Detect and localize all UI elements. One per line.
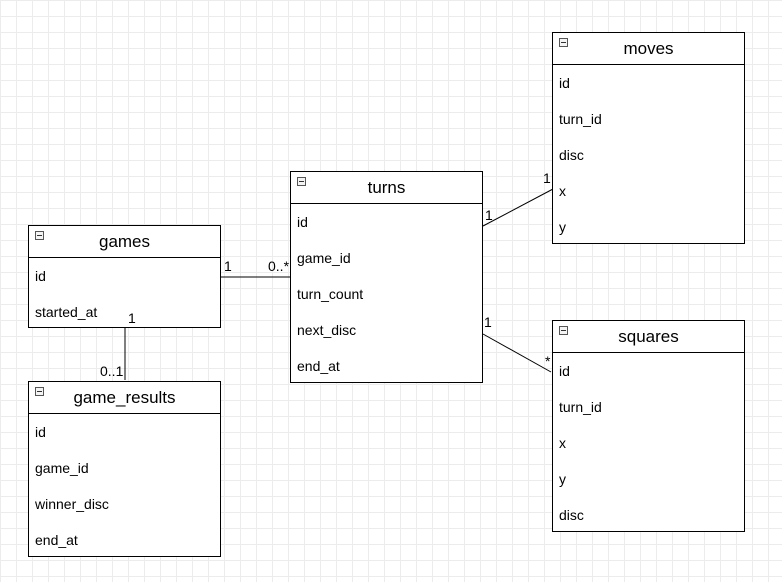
- collapse-icon[interactable]: [559, 326, 568, 335]
- collapse-icon[interactable]: [35, 231, 44, 240]
- multiplicity-games-results-target: 0..1: [100, 363, 124, 379]
- entity-header: games: [29, 226, 220, 258]
- field-id: id: [559, 75, 570, 91]
- entity-games[interactable]: games id started_at: [28, 225, 221, 328]
- multiplicity-turns-squares-source: 1: [484, 314, 492, 330]
- multiplicity-turns-squares-target: *: [545, 353, 551, 369]
- field-id: id: [297, 214, 308, 230]
- entity-title: moves: [623, 38, 674, 58]
- field-y: y: [559, 219, 566, 235]
- entity-header: squares: [553, 321, 744, 353]
- entity-turns[interactable]: turns id game_id turn_count next_disc en…: [290, 171, 483, 383]
- field-list: id turn_id x y disc: [553, 353, 744, 533]
- field-list: id turn_id disc x y: [553, 65, 744, 245]
- field-id: id: [35, 424, 46, 440]
- entity-header: turns: [291, 172, 482, 204]
- field-list: id started_at: [29, 258, 220, 330]
- field-end-at: end_at: [297, 358, 340, 374]
- entity-title: game_results: [73, 387, 176, 407]
- field-started-at: started_at: [35, 304, 98, 320]
- entity-header: game_results: [29, 382, 220, 414]
- entity-moves[interactable]: moves id turn_id disc x y: [552, 32, 745, 244]
- field-next-disc: next_disc: [297, 322, 357, 338]
- multiplicity-turns-moves-target: 1: [543, 170, 551, 186]
- field-winner-disc: winner_disc: [35, 496, 109, 512]
- entity-title: games: [98, 231, 151, 251]
- entity-header: moves: [553, 33, 744, 65]
- field-disc: disc: [559, 147, 584, 163]
- multiplicity-turns-moves-source: 1: [485, 207, 493, 223]
- multiplicity-games-results-source: 1: [128, 310, 136, 326]
- field-turn-count: turn_count: [297, 286, 364, 302]
- entity-title: squares: [618, 326, 679, 346]
- collapse-icon[interactable]: [559, 38, 568, 47]
- collapse-icon[interactable]: [297, 177, 306, 186]
- field-game-id: game_id: [35, 460, 89, 476]
- field-id: id: [559, 363, 570, 379]
- field-id: id: [35, 268, 46, 284]
- turns-moves-connector[interactable]: [482, 188, 554, 227]
- multiplicity-games-turns-target: 0..*: [268, 258, 290, 274]
- field-x: x: [559, 435, 566, 451]
- entity-squares[interactable]: squares id turn_id x y disc: [552, 320, 745, 532]
- turns-squares-connector[interactable]: [482, 333, 552, 373]
- field-y: y: [559, 471, 566, 487]
- collapse-icon[interactable]: [35, 387, 44, 396]
- field-x: x: [559, 183, 566, 199]
- field-game-id: game_id: [297, 250, 351, 266]
- field-turn-id: turn_id: [559, 399, 602, 415]
- field-list: id game_id winner_disc end_at: [29, 414, 220, 558]
- field-disc: disc: [559, 507, 584, 523]
- field-turn-id: turn_id: [559, 111, 602, 127]
- entity-title: turns: [367, 177, 406, 197]
- entity-game-results[interactable]: game_results id game_id winner_disc end_…: [28, 381, 221, 557]
- field-list: id game_id turn_count next_disc end_at: [291, 204, 482, 384]
- field-end-at: end_at: [35, 532, 78, 548]
- multiplicity-games-turns-source: 1: [224, 258, 232, 274]
